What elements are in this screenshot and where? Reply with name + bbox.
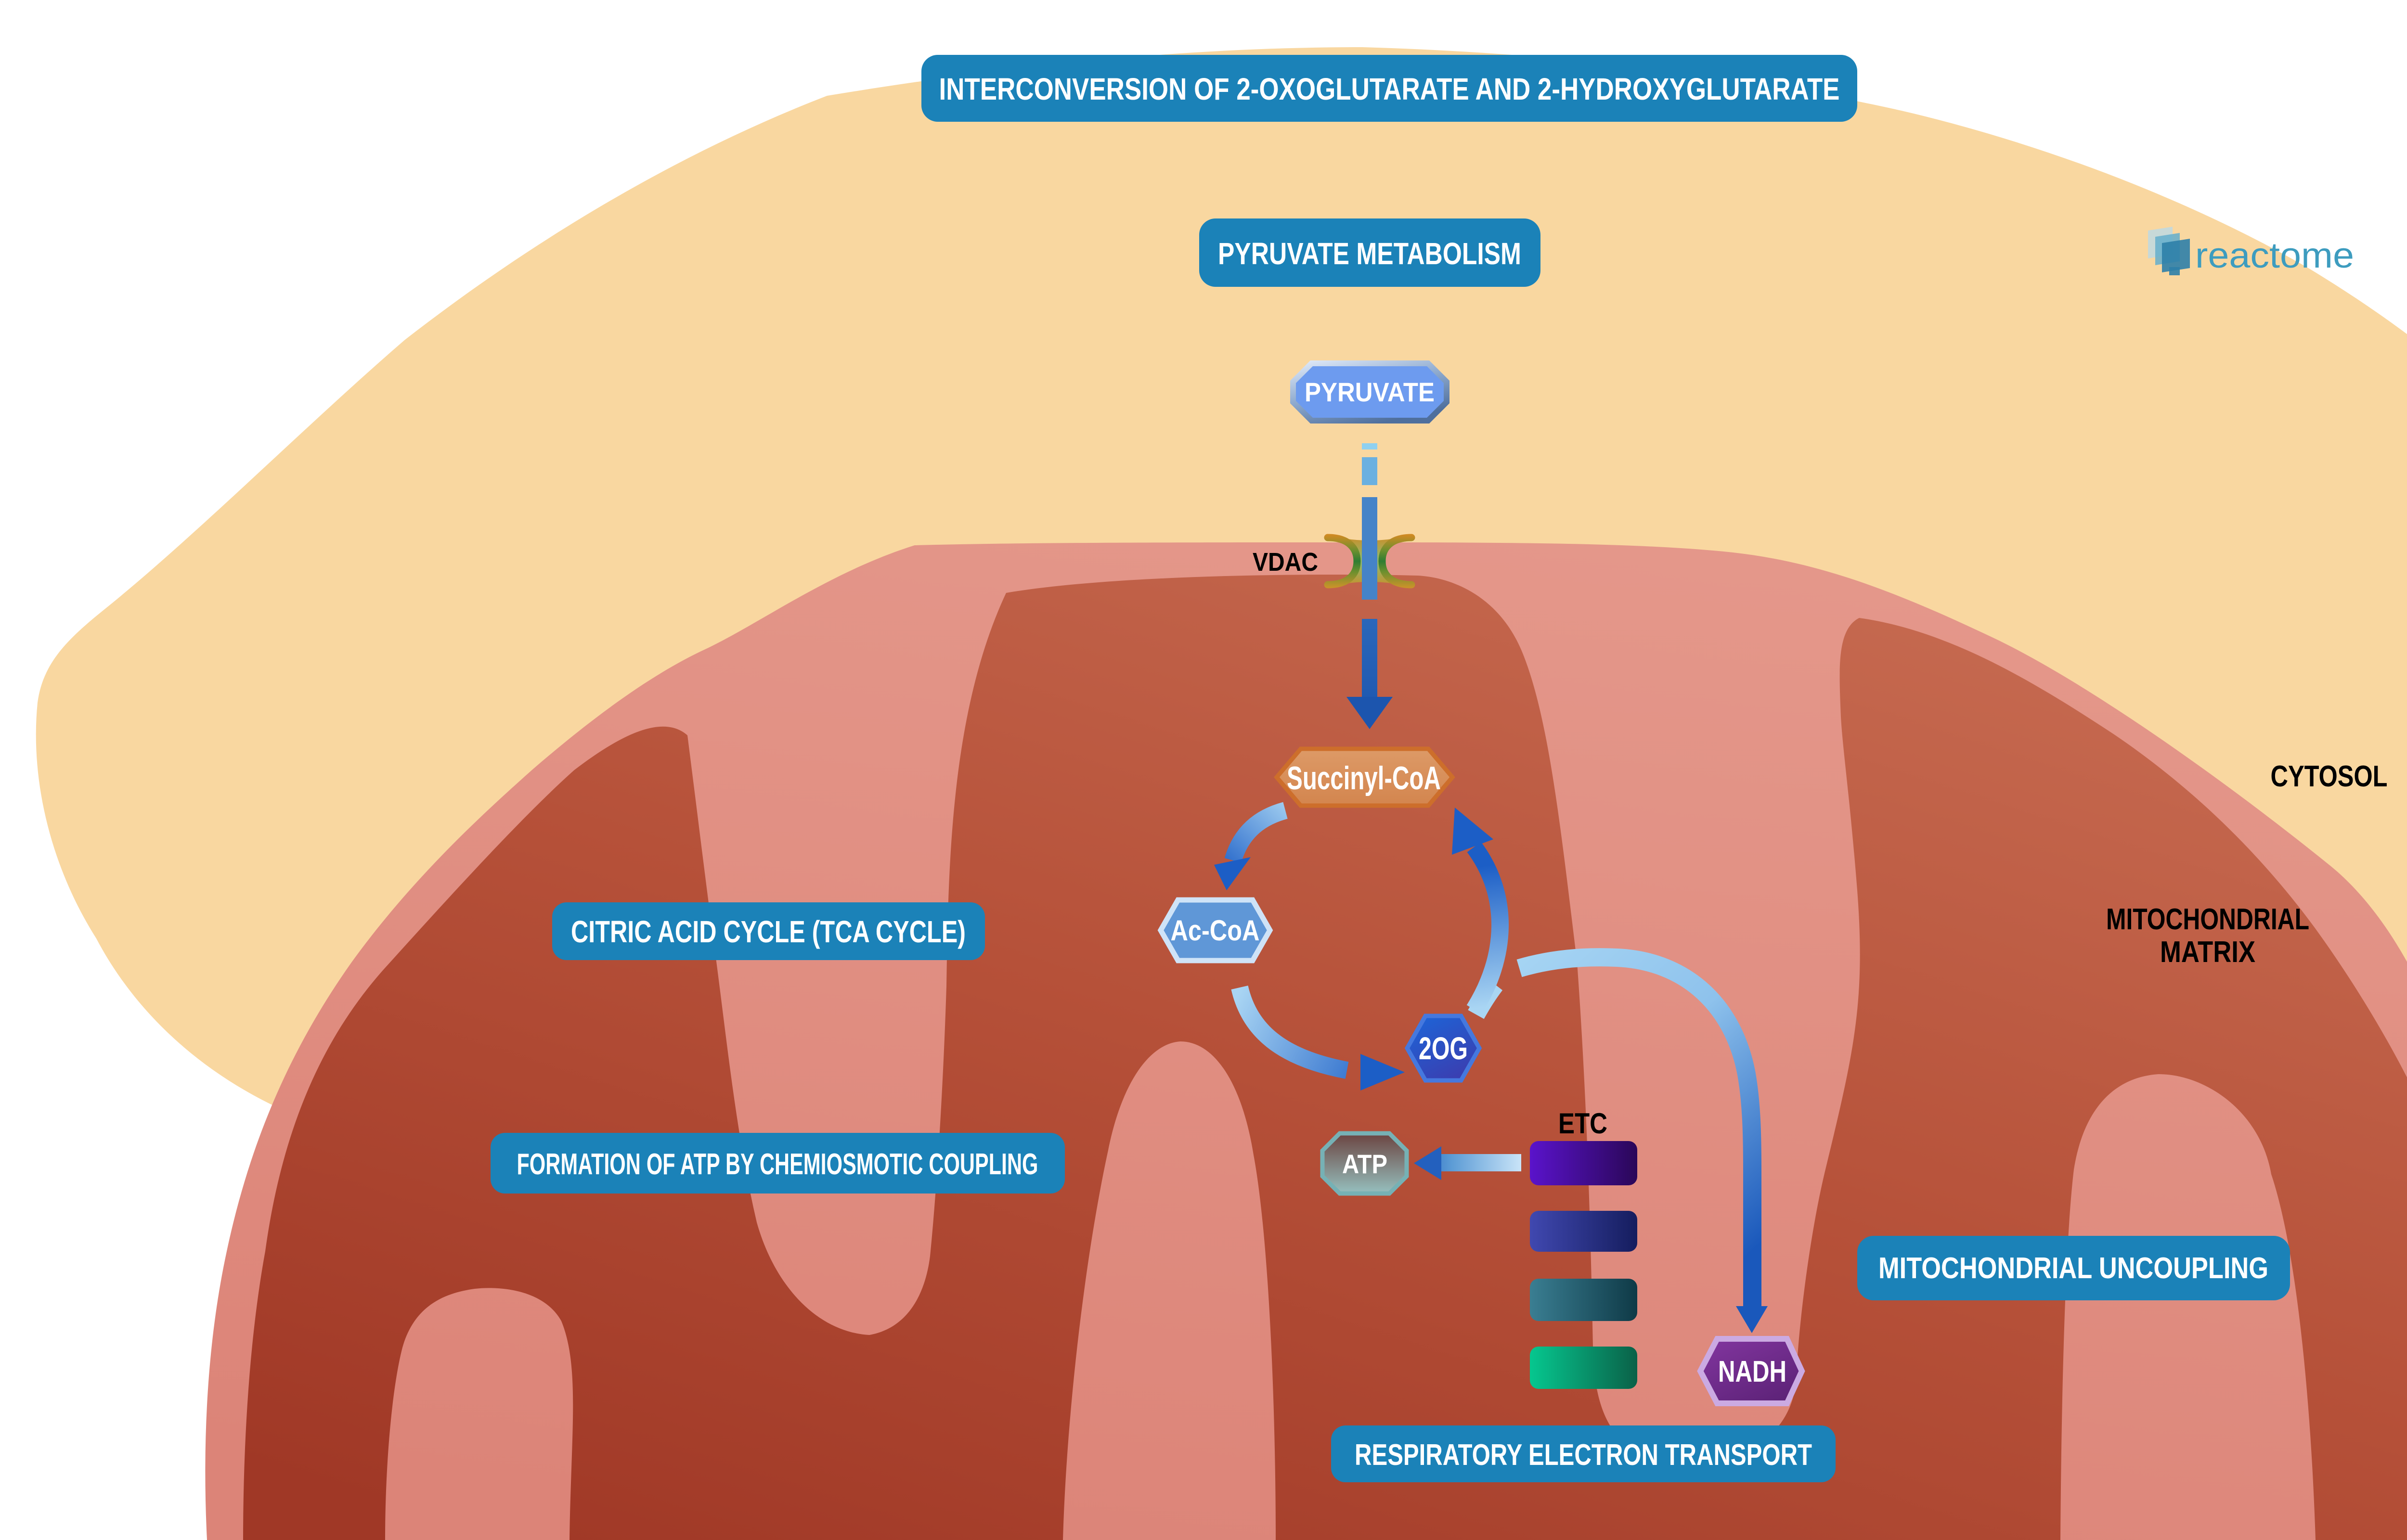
svg-text:INTERCONVERSION OF 2-OXOGLUTAR: INTERCONVERSION OF 2-OXOGLUTARATE AND 2-…: [939, 72, 1840, 106]
svg-text:MITOCHONDRIAL: MITOCHONDRIAL: [2106, 903, 2309, 936]
svg-text:reactome: reactome: [2195, 235, 2354, 275]
svg-text:ETC: ETC: [1558, 1107, 1607, 1140]
svg-text:MITOCHONDRIAL UNCOUPLING: MITOCHONDRIAL UNCOUPLING: [1878, 1252, 2268, 1285]
svg-text:PYRUVATE: PYRUVATE: [1305, 377, 1435, 407]
svg-text:MATRIX: MATRIX: [2160, 936, 2255, 969]
svg-text:PYRUVATE METABOLISM: PYRUVATE METABOLISM: [1218, 236, 1521, 271]
svg-text:Ac-CoA: Ac-CoA: [1171, 914, 1260, 947]
svg-text:2OG: 2OG: [1419, 1030, 1468, 1066]
svg-text:Succinyl-CoA: Succinyl-CoA: [1287, 760, 1441, 796]
svg-text:CITRIC ACID CYCLE (TCA CYCLE): CITRIC ACID CYCLE (TCA CYCLE): [571, 914, 966, 949]
svg-text:CYTOSOL: CYTOSOL: [2271, 760, 2388, 793]
svg-text:NADH: NADH: [1718, 1355, 1786, 1388]
svg-text:FORMATION OF ATP BY CHEMIOSMOT: FORMATION OF ATP BY CHEMIOSMOTIC COUPLIN…: [517, 1148, 1038, 1181]
svg-text:RESPIRATORY ELECTRON TRANSPORT: RESPIRATORY ELECTRON TRANSPORT: [1355, 1438, 1812, 1472]
svg-text:VDAC: VDAC: [1253, 548, 1318, 577]
svg-text:ATP: ATP: [1342, 1149, 1387, 1179]
